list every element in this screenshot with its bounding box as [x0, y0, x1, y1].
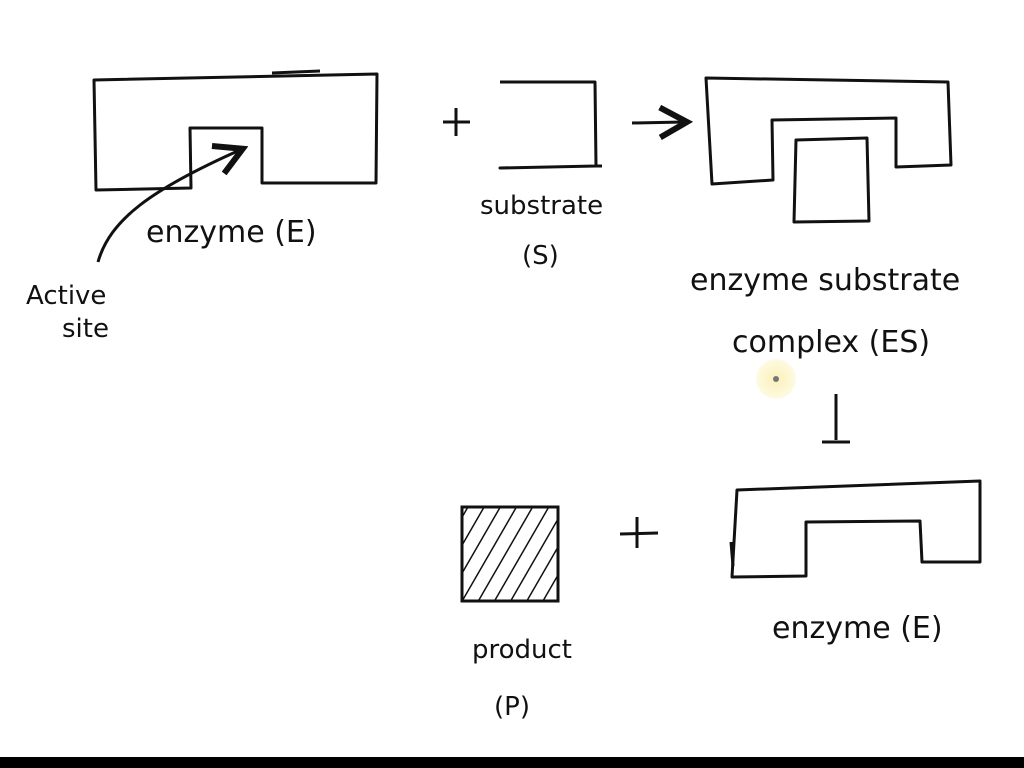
- active-site-label-line2: site: [62, 314, 109, 344]
- complex-enzyme-shape: [704, 76, 953, 186]
- pointer-cursor: [756, 359, 796, 399]
- reaction-arrow: [631, 122, 684, 123]
- active-site-arrow: [96, 150, 240, 263]
- released-enzyme-label: enzyme (E): [772, 611, 943, 646]
- complex-label-line1: enzyme substrate: [690, 263, 961, 298]
- bottom-bar: [0, 757, 1024, 768]
- released-enzyme-shape: [730, 479, 982, 579]
- product-shape: [460, 505, 560, 603]
- complex-label-line2: complex (ES): [732, 325, 931, 360]
- active-site-label-line1: Active: [26, 281, 107, 311]
- product-symbol-label: (P): [494, 692, 530, 722]
- enzyme-shape: [92, 72, 379, 192]
- plus-sign-2: [619, 517, 659, 548]
- released-enzyme-stroke: [729, 541, 735, 567]
- down-arrow: [822, 394, 850, 444]
- plus-sign-1: [443, 108, 470, 136]
- substrate-label: substrate: [480, 191, 604, 221]
- product-label: product: [472, 635, 573, 665]
- enzyme-top-stroke: [271, 69, 321, 75]
- enzyme-label: enzyme (E): [146, 215, 317, 250]
- substrate-symbol-label: (S): [522, 241, 559, 271]
- substrate-shape: [498, 80, 602, 170]
- complex-substrate-shape: [792, 136, 871, 224]
